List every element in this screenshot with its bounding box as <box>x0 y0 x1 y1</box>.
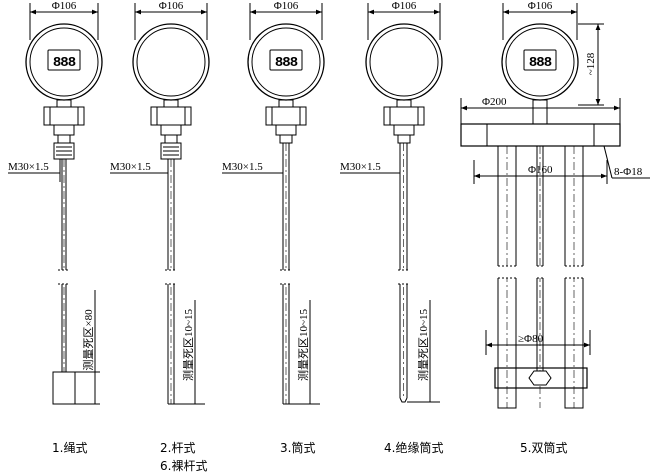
dim-phi106-2: Φ106 <box>159 0 184 12</box>
label-type-2: 2.杆式 <box>160 441 195 455</box>
variant-insulated-tube <box>340 3 443 403</box>
display-digits-3: 888 <box>275 55 298 71</box>
variant-rope <box>8 3 103 405</box>
label-type-5: 5.双筒式 <box>520 440 567 455</box>
label-type-3: 3.筒式 <box>280 440 315 455</box>
dim-thread-3: M30×1.5 <box>222 161 263 173</box>
variant-double-tube <box>460 3 650 409</box>
dim-phi106-5: Φ106 <box>528 0 553 12</box>
dim-phi106-1: Φ106 <box>52 0 77 12</box>
display-digits-5: 888 <box>529 55 552 71</box>
dim-thread-1: M30×1.5 <box>8 161 49 173</box>
label-type-1: 1.绳式 <box>52 441 87 455</box>
dim-thread-2: M30×1.5 <box>110 161 151 173</box>
dim-holes: 8-Φ18 <box>614 166 643 178</box>
dead-zone-tube: 测量死区10~15 <box>297 309 310 381</box>
dim-thread-4: M30×1.5 <box>340 161 381 173</box>
label-type-6: 6.裸杆式 <box>160 458 207 472</box>
dim-phi106-4: Φ106 <box>392 0 417 12</box>
dim-height-128: ~128 <box>585 52 597 75</box>
dim-phi160: Φ160 <box>528 164 553 176</box>
dim-phi80: ≥Φ80 <box>518 333 544 345</box>
dim-phi106-3: Φ106 <box>274 0 299 12</box>
dead-zone-insulated: 测量死区10~15 <box>417 309 430 381</box>
dead-zone-rope: 测量死区×80 <box>82 309 95 371</box>
dead-zone-rod: 测量死区10~15 <box>182 309 195 381</box>
display-digits-1: 888 <box>53 55 76 71</box>
dim-phi200: Φ200 <box>482 96 507 108</box>
label-type-4: 4.绝缘筒式 <box>384 440 443 455</box>
